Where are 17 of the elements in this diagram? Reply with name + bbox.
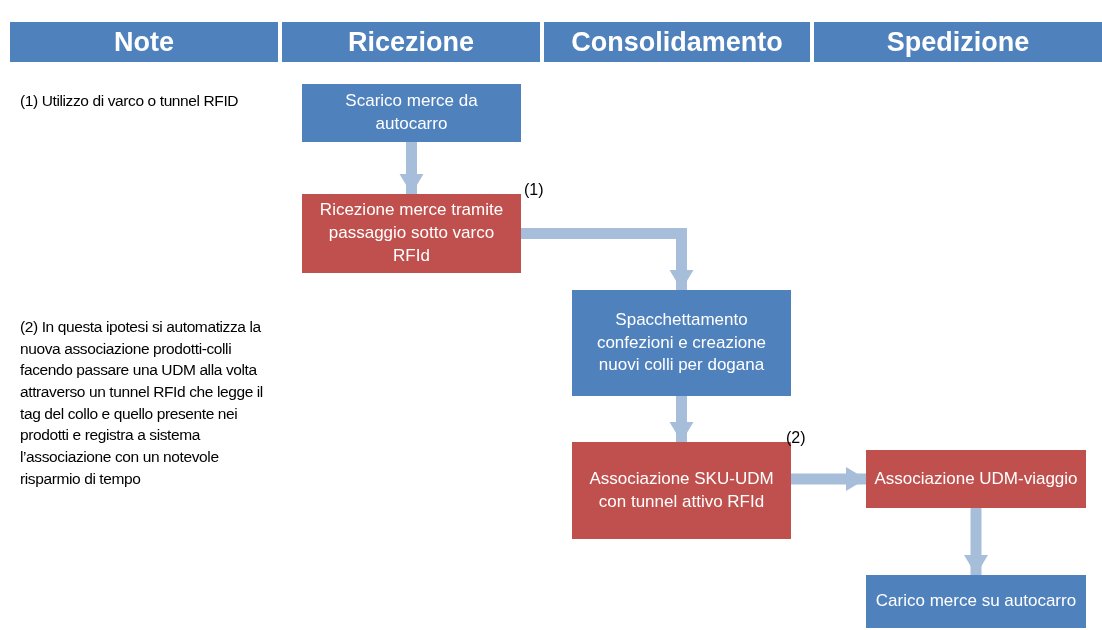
arrow <box>669 396 694 442</box>
arrow <box>964 508 988 575</box>
process-box: Scarico merce da autocarro <box>302 84 521 142</box>
column-header: Consolidamento <box>544 22 810 62</box>
arrow <box>399 142 424 194</box>
column-header: Ricezione <box>282 22 540 62</box>
process-box: Carico merce su autocarro <box>866 575 1086 628</box>
note-text: (1) Utilizzo di varco o tunnel RFID <box>20 91 240 111</box>
arrow <box>791 467 866 491</box>
process-box: Associazione UDM-viaggio <box>866 450 1086 508</box>
process-box: Ricezione merce tramite passaggio sotto varco RFId <box>302 194 521 273</box>
note-text: (2) In questa ipotesi si automatizza la nuova associazione prodotti-colli facendo passare una UDM alla volta attraverso un tunnel RFId che legge il tag del collo e quello presente nei prodotti e registra a sistema l’associazione con un notevole risparmio di tempo <box>20 317 264 489</box>
column-header: Note <box>10 22 278 62</box>
column-header: Spedizione <box>814 22 1102 62</box>
process-box: Spacchettamento confezioni e creazione nuovi colli per dogana <box>572 290 791 396</box>
arrow <box>521 228 694 290</box>
footnote-mark: (1) <box>524 180 544 200</box>
